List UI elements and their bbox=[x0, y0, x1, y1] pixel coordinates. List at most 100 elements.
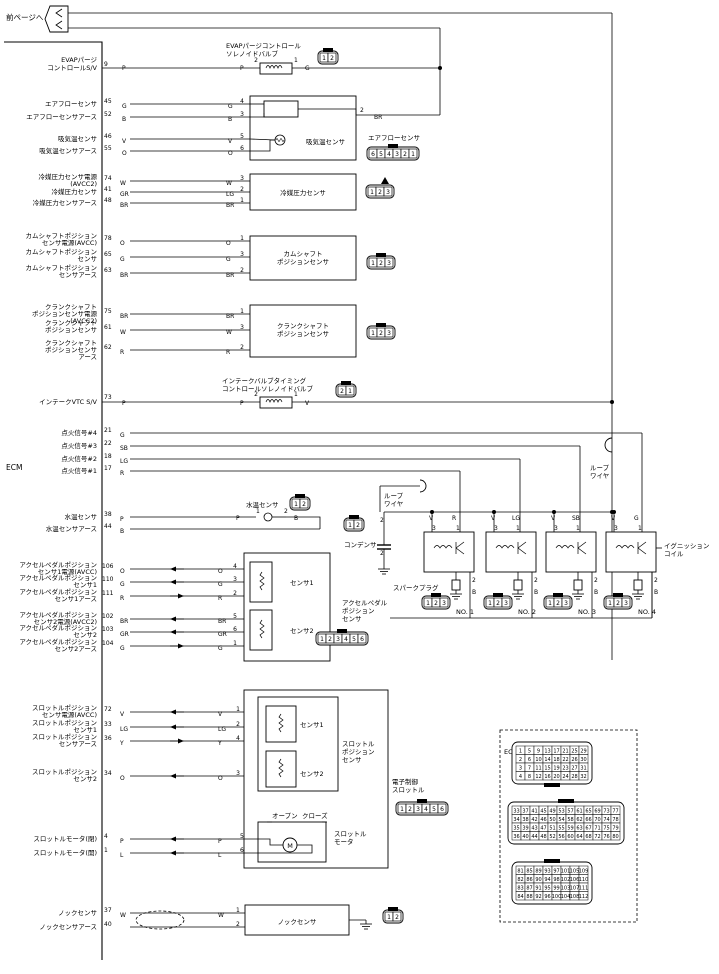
connector-pin: 6 bbox=[371, 151, 375, 158]
ecm-pin-number: 39 bbox=[522, 825, 528, 831]
wire-color: G bbox=[120, 645, 125, 652]
maf-element bbox=[263, 100, 299, 118]
cam-sensor-box bbox=[249, 235, 357, 281]
ecm-pin-number: 106 bbox=[570, 877, 580, 883]
shield-icon bbox=[135, 910, 185, 930]
connector-pin: 2 bbox=[616, 600, 620, 607]
ecm-pin-cell bbox=[610, 831, 621, 841]
app-pin-label: アクセルペダルポジションセンサ1アース bbox=[19, 587, 97, 603]
wire-color: R bbox=[452, 515, 456, 522]
pin-number: 1 bbox=[236, 907, 240, 914]
ecm-pin-number: 78 bbox=[612, 817, 618, 823]
ecm-pin-number: 23 bbox=[562, 765, 568, 771]
ecm-pin-number: 45 bbox=[540, 808, 546, 814]
ecm-pin-number: 24 bbox=[562, 774, 568, 780]
pin-number: 2 bbox=[240, 344, 244, 351]
connector-pin: 1 bbox=[548, 600, 552, 607]
pin-number: 44 bbox=[104, 523, 112, 530]
wire-color: O bbox=[120, 568, 125, 575]
pin-number: 1 bbox=[638, 525, 642, 532]
junction-dot bbox=[438, 66, 442, 70]
pin-number: 1 bbox=[240, 308, 244, 315]
ignition-coil-box bbox=[605, 531, 657, 573]
connector-pin: 2 bbox=[330, 55, 334, 62]
connector-pin: 1 bbox=[400, 806, 404, 813]
ecm-pin-number: 44 bbox=[531, 834, 537, 840]
connector-latch bbox=[349, 515, 359, 519]
loop-wire-label: ループワイヤ bbox=[590, 464, 610, 480]
ecm-pin-number: 1 bbox=[519, 748, 522, 754]
coil-number-label: NO. 1 bbox=[456, 608, 474, 616]
pin-number: 1 bbox=[294, 57, 298, 64]
vtc-valve-title: インテークバルブタイミングコントロールソレノイドバルブ bbox=[222, 376, 314, 393]
connector-pin: 4 bbox=[387, 151, 391, 158]
wire-color: P bbox=[240, 65, 244, 72]
connector-latch bbox=[388, 144, 398, 148]
pin-number: 17 bbox=[104, 465, 112, 472]
ecm-pin-number: 14 bbox=[544, 757, 550, 763]
pin-number: 72 bbox=[104, 706, 112, 713]
ecm-pin-number: 70 bbox=[594, 817, 600, 823]
wire-color: GR bbox=[218, 631, 227, 638]
connector-latch bbox=[417, 799, 427, 803]
pin-number: 2 bbox=[360, 107, 364, 114]
connector-pin: 1 bbox=[488, 600, 492, 607]
wire-color: W bbox=[218, 912, 224, 919]
wire-color: GR bbox=[120, 191, 129, 198]
ecm-pin-number: 66 bbox=[585, 817, 591, 823]
vtc-valve-body bbox=[259, 396, 293, 409]
ecm-pin-number: 64 bbox=[576, 834, 582, 840]
ecm-pin-number: 103 bbox=[561, 885, 571, 891]
connector-pin: 3 bbox=[387, 260, 391, 267]
ecm-pin-number: 50 bbox=[549, 817, 555, 823]
pin-number: 2 bbox=[654, 577, 658, 584]
wire-color: V bbox=[611, 515, 616, 522]
evap-valve-body bbox=[259, 62, 293, 75]
ecm-pin-number: 37 bbox=[522, 808, 528, 814]
pin-number: 4 bbox=[236, 735, 240, 742]
connector-cell bbox=[437, 803, 447, 814]
pin-number: 2 bbox=[240, 186, 244, 193]
pin-number: 3 bbox=[554, 525, 558, 532]
connector-cell bbox=[357, 633, 367, 644]
ecm-pin-number: 109 bbox=[579, 868, 589, 874]
connector-cell bbox=[392, 911, 402, 922]
connector-pin: 1 bbox=[348, 522, 352, 529]
ecm-pin-number: 91 bbox=[535, 885, 541, 891]
junction-dot bbox=[552, 510, 556, 514]
wire-color: LG bbox=[226, 191, 234, 198]
connector-pin: 3 bbox=[387, 330, 391, 337]
connector-pin: 2 bbox=[356, 522, 360, 529]
connector-pin: 3 bbox=[564, 600, 568, 607]
ecm-pin-number: 74 bbox=[603, 817, 609, 823]
pin-number: 1 bbox=[104, 847, 108, 854]
pin-number: 1 bbox=[240, 235, 244, 242]
transistor-icon bbox=[517, 541, 527, 555]
connector-pin: 2 bbox=[340, 388, 344, 395]
pin-number: 2 bbox=[254, 57, 258, 64]
connector-pin: 2 bbox=[434, 600, 438, 607]
ecm-pin-number: 46 bbox=[540, 817, 546, 823]
pin-number: 1 bbox=[233, 640, 237, 647]
app-pin-label: アクセルペダルポジションセンサ1電源(AVCC) bbox=[19, 560, 97, 576]
spark-plug-label: スパークプラグ bbox=[393, 583, 439, 592]
wire-color: W bbox=[226, 180, 232, 187]
ecm-pin-number: 19 bbox=[553, 765, 559, 771]
pin-number: 1 bbox=[256, 508, 260, 515]
pin-number: 61 bbox=[104, 324, 112, 331]
connector-cell bbox=[384, 257, 394, 268]
ecm-pin-number: 15 bbox=[544, 765, 550, 771]
ect-sensor-label: 水温センサ bbox=[246, 500, 279, 509]
wire bbox=[250, 139, 275, 152]
connector-latch bbox=[613, 593, 623, 597]
ecm-pin-number: 57 bbox=[567, 808, 573, 814]
pin-number: 1 bbox=[236, 706, 240, 713]
wire-color: G bbox=[218, 581, 223, 588]
pin-number: 2 bbox=[594, 577, 598, 584]
junction-dot bbox=[612, 510, 616, 514]
wire-color: B bbox=[472, 589, 476, 596]
